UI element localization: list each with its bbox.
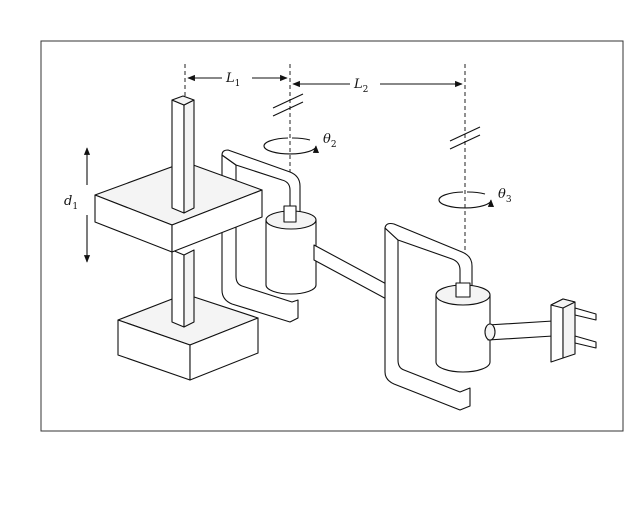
svg-text:L2: L2: [353, 77, 368, 95]
link-3-bracket: [384, 222, 473, 411]
svg-text:d1: d1: [64, 194, 78, 212]
dimension-d1: d1: [64, 147, 91, 263]
l1-label: L: [225, 71, 235, 86]
link-1-bracket: [221, 149, 301, 323]
joint-3-cylinder: [435, 282, 491, 373]
column-upper: [171, 95, 195, 214]
svg-text:θ2: θ2: [323, 132, 337, 150]
figure-frame: [40, 40, 624, 432]
rotation-theta3: θ3: [438, 187, 512, 209]
joint-2-cylinder: [265, 205, 317, 295]
theta2-label: θ: [323, 132, 331, 147]
gripper: [550, 298, 597, 363]
l2-subscript: 2: [363, 85, 369, 95]
theta3-label: θ: [498, 187, 506, 202]
theta3-subscript: 3: [506, 195, 512, 205]
dimension-l1: L1: [187, 71, 288, 89]
svg-text:L1: L1: [225, 71, 240, 89]
dimension-l2: L2: [292, 77, 463, 95]
rotation-theta2: θ2: [263, 132, 337, 155]
l2-label: L: [353, 77, 363, 92]
wrist-rod: [484, 320, 554, 341]
d1-label: d: [64, 194, 72, 209]
axis-break-mark-2: [272, 93, 304, 117]
svg-text:θ3: θ3: [498, 187, 512, 205]
l1-subscript: 1: [235, 79, 241, 89]
theta2-subscript: 2: [331, 140, 337, 150]
d1-subscript: 1: [72, 202, 78, 212]
column-lower: [171, 249, 195, 328]
axis-break-mark-3: [449, 126, 481, 150]
